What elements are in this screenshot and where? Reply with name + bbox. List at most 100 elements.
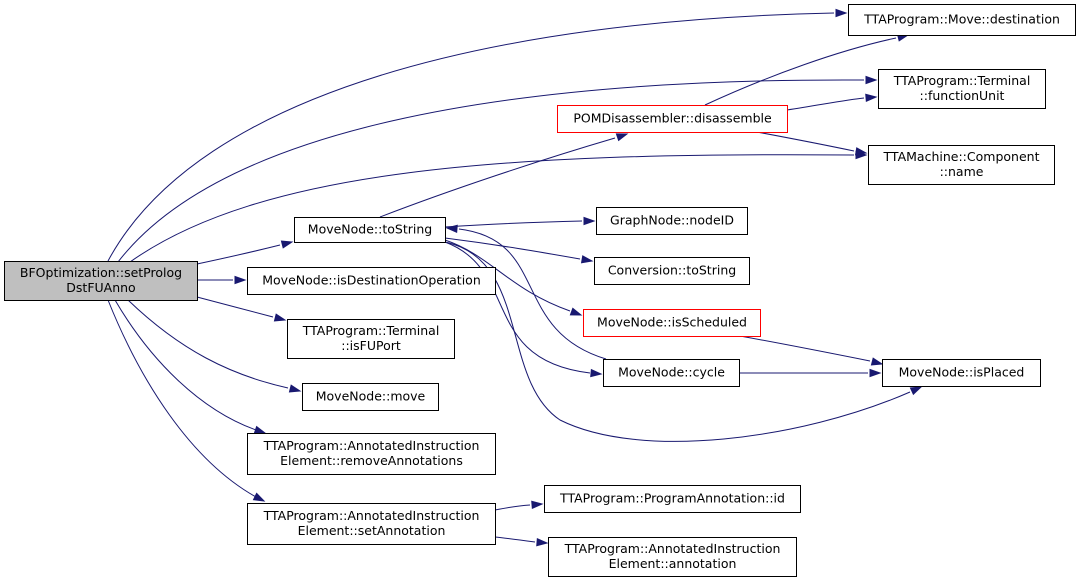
node-box[interactable] bbox=[302, 383, 439, 411]
edge-line bbox=[114, 299, 257, 431]
node-box[interactable] bbox=[294, 217, 446, 243]
node-movenode_isscheduled[interactable]: MoveNode::isScheduled bbox=[583, 309, 761, 337]
node-box[interactable] bbox=[583, 309, 761, 337]
node-component_name[interactable]: TTAMachine::Component::name bbox=[868, 145, 1055, 185]
edge-line bbox=[117, 79, 865, 263]
edge-line bbox=[127, 299, 289, 389]
edge-arrowhead bbox=[870, 357, 884, 366]
node-label: ::isFUPort bbox=[341, 338, 401, 353]
edge-movenode_tostring-to-pomdisassembler bbox=[379, 133, 629, 218]
node-box[interactable] bbox=[878, 69, 1046, 109]
node-annotation[interactable]: TTAProgram::AnnotatedInstructionElement:… bbox=[548, 537, 797, 577]
node-label: TTAProgram::AnnotatedInstruction bbox=[263, 508, 480, 523]
node-box[interactable] bbox=[882, 359, 1041, 387]
edge-arrowhead bbox=[288, 384, 302, 393]
edge-line bbox=[494, 536, 536, 543]
edge-movenode_tostring-to-movenode_isplaced bbox=[444, 241, 923, 442]
edge-pomdisassembler-to-terminal_functionunit bbox=[786, 93, 878, 111]
edge-set_annotation-to-programannotation_id bbox=[494, 500, 544, 511]
edge-arrowhead bbox=[280, 240, 294, 249]
edge-root-to-movenode_move bbox=[127, 299, 302, 393]
node-movenode_move[interactable]: MoveNode::move bbox=[302, 383, 439, 411]
node-conversion_tostring[interactable]: Conversion::toString bbox=[594, 257, 750, 285]
edge-line bbox=[458, 228, 607, 360]
node-label: Element::annotation bbox=[609, 556, 737, 571]
node-box[interactable] bbox=[603, 359, 740, 387]
edge-root-to-terminal_functionunit bbox=[117, 75, 878, 263]
edge-arrowhead bbox=[252, 492, 266, 502]
edge-line bbox=[196, 296, 274, 318]
node-box[interactable] bbox=[544, 485, 801, 513]
node-label: MoveNode::toString bbox=[308, 222, 432, 237]
edge-arrowhead bbox=[615, 133, 629, 142]
edge-arrowhead bbox=[253, 425, 267, 434]
node-box[interactable] bbox=[868, 145, 1055, 185]
edge-line bbox=[444, 241, 911, 442]
node-label: MoveNode::isPlaced bbox=[899, 365, 1025, 380]
edge-line bbox=[756, 131, 855, 152]
edge-root-to-terminal_isfuport bbox=[196, 296, 287, 322]
node-label: Element::setAnnotation bbox=[298, 523, 446, 538]
node-box[interactable] bbox=[848, 4, 1076, 36]
node-remove_annotations[interactable]: TTAProgram::AnnotatedInstructionElement:… bbox=[247, 433, 496, 475]
node-set_annotation[interactable]: TTAProgram::AnnotatedInstructionElement:… bbox=[247, 503, 496, 545]
edge-arrowhead bbox=[909, 386, 923, 396]
node-graphnode_nodeid[interactable]: GraphNode::nodeID bbox=[596, 207, 748, 235]
node-label: ::name bbox=[940, 164, 984, 179]
edge-movenode_cycle-to-movenode_isplaced bbox=[739, 368, 882, 378]
edge-root-to-remove_annotations bbox=[114, 299, 267, 434]
node-pomdisassembler[interactable]: POMDisassembler::disassemble bbox=[557, 105, 788, 133]
node-box[interactable] bbox=[594, 257, 750, 285]
edge-arrowhead bbox=[583, 216, 596, 226]
edge-arrowhead bbox=[536, 537, 549, 547]
edge-movenode_tostring-to-conversion_tostring bbox=[444, 237, 594, 264]
edge-line bbox=[107, 12, 835, 262]
node-movenode_tostring[interactable]: MoveNode::toString bbox=[294, 217, 446, 243]
node-label: GraphNode::nodeID bbox=[610, 213, 734, 228]
node-label: TTAProgram::Terminal bbox=[302, 323, 440, 338]
edge-line bbox=[379, 137, 616, 218]
edge-arrowhead bbox=[531, 500, 544, 510]
node-box[interactable] bbox=[596, 207, 748, 235]
node-terminal_functionunit[interactable]: TTAProgram::Terminal::functionUnit bbox=[878, 69, 1046, 109]
edge-arrowhead bbox=[234, 275, 247, 285]
edge-arrowhead bbox=[569, 307, 583, 316]
edge-line bbox=[444, 220, 583, 228]
node-label: TTAProgram::AnnotatedInstruction bbox=[564, 541, 781, 556]
node-label: Conversion::toString bbox=[608, 263, 736, 278]
node-box[interactable] bbox=[247, 267, 496, 295]
node-box[interactable] bbox=[287, 319, 455, 359]
node-box[interactable] bbox=[247, 433, 496, 475]
node-label: BFOptimization::setProlog bbox=[20, 265, 182, 280]
edge-set_annotation-to-annotation bbox=[494, 536, 549, 547]
node-terminal_isfuport[interactable]: TTAProgram::Terminal::isFUPort bbox=[287, 319, 455, 359]
edge-line bbox=[494, 504, 531, 511]
node-box[interactable] bbox=[548, 537, 797, 577]
node-label: MoveNode::cycle bbox=[618, 365, 725, 380]
edge-pomdisassembler-to-move_destination bbox=[704, 33, 910, 106]
node-movenode_isplaced[interactable]: MoveNode::isPlaced bbox=[882, 359, 1041, 387]
node-programannotation_id[interactable]: TTAProgram::ProgramAnnotation::id bbox=[544, 485, 801, 513]
node-label: TTAMachine::Component bbox=[883, 149, 1040, 164]
edge-root-to-move_destination bbox=[107, 8, 848, 262]
node-label: POMDisassembler::disassemble bbox=[573, 111, 772, 126]
edge-pomdisassembler-to-component_name bbox=[756, 131, 868, 156]
edge-arrowhead bbox=[865, 93, 878, 103]
edge-line bbox=[129, 154, 855, 263]
nodes-layer: BFOptimization::setPrologDstFUAnnoTTAPro… bbox=[4, 4, 1076, 577]
edge-line bbox=[704, 37, 897, 106]
node-move_destination[interactable]: TTAProgram::Move::destination bbox=[848, 4, 1076, 36]
node-label: TTAProgram::ProgramAnnotation::id bbox=[559, 491, 785, 506]
edge-arrowhead bbox=[854, 147, 868, 156]
node-box[interactable] bbox=[247, 503, 496, 545]
node-box[interactable] bbox=[557, 105, 788, 133]
node-movenode_cycle[interactable]: MoveNode::cycle bbox=[603, 359, 740, 387]
edge-movenode_cycle-to-movenode_tostring bbox=[445, 224, 607, 360]
edge-line bbox=[107, 299, 257, 498]
node-label: TTAProgram::AnnotatedInstruction bbox=[263, 438, 480, 453]
node-label: MoveNode::isDestinationOperation bbox=[262, 273, 481, 288]
edge-arrowhead bbox=[580, 255, 594, 264]
edge-movenode_tostring-to-movenode_isscheduled bbox=[444, 239, 583, 316]
node-movenode_isdestop[interactable]: MoveNode::isDestinationOperation bbox=[247, 267, 496, 295]
